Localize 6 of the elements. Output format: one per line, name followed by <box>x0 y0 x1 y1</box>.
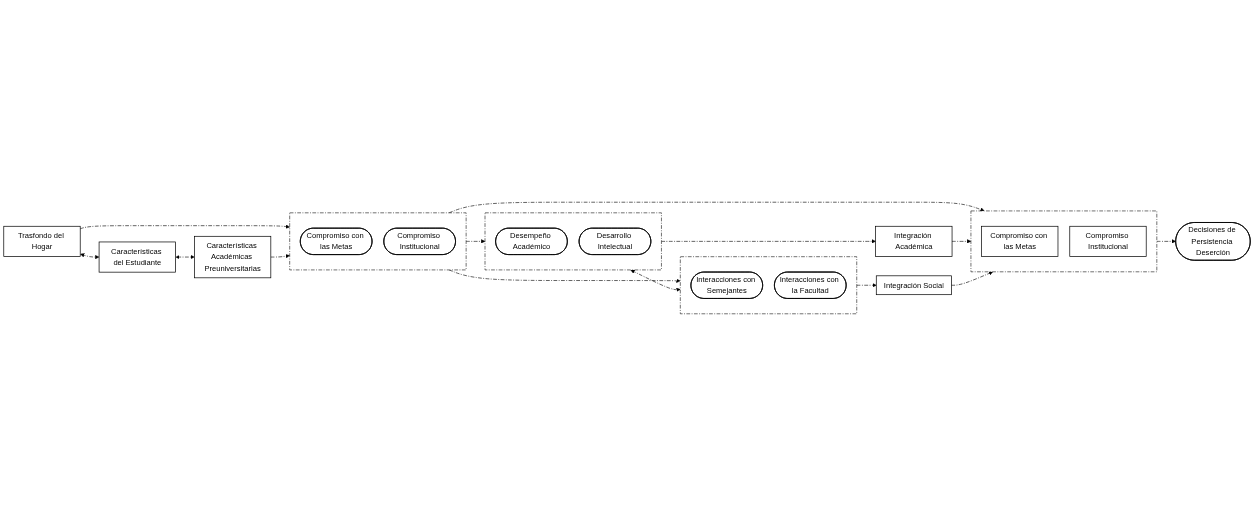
cluster <box>970 210 1158 273</box>
cluster <box>680 256 858 315</box>
cluster <box>484 212 662 271</box>
cluster <box>289 212 467 271</box>
arrow <box>175 255 195 260</box>
arrow <box>80 253 100 260</box>
